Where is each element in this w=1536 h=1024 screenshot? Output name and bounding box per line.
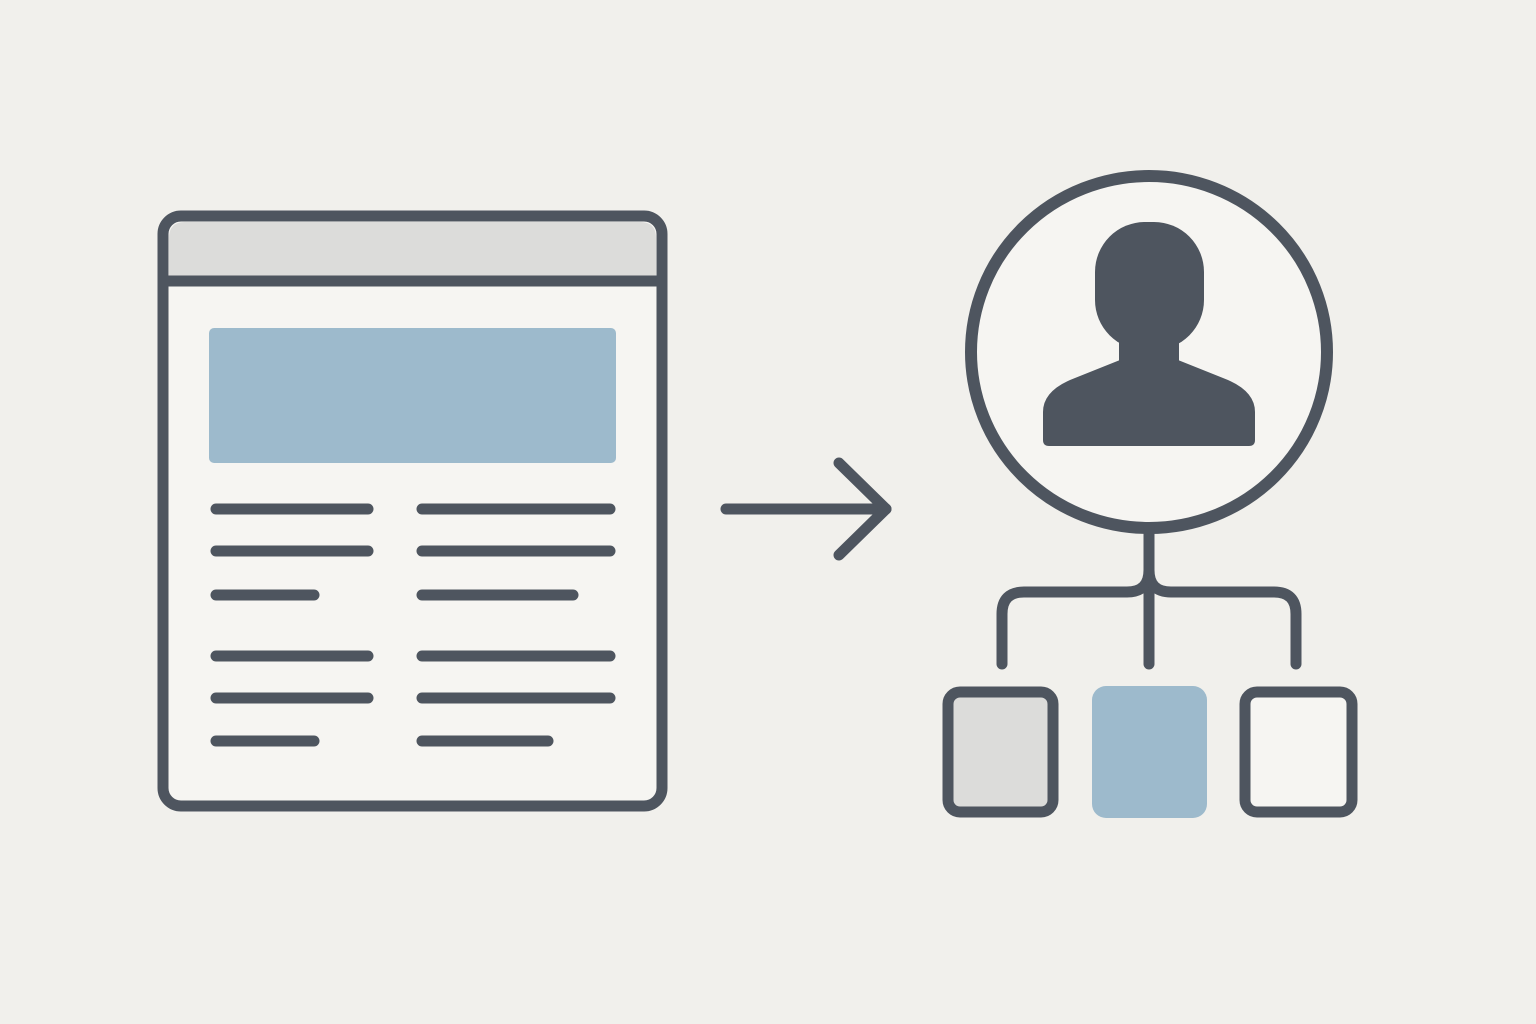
user-avatar-circle (965, 170, 1333, 534)
user-silhouette-icon (1043, 222, 1255, 446)
left-child-node (942, 686, 1059, 818)
right-connector (1143, 564, 1302, 670)
document-hero-image (209, 328, 616, 463)
document-window-icon (157, 210, 668, 812)
document-title-bar (169, 222, 656, 281)
child-nodes (942, 686, 1358, 818)
arrow-head (833, 457, 892, 561)
hierarchy-connectors (996, 522, 1302, 670)
user-head (1095, 222, 1204, 350)
right-child-node (1239, 686, 1358, 818)
right-arrow-icon (720, 457, 892, 561)
user-shoulders (1043, 360, 1255, 446)
document-text-lines (210, 503, 616, 747)
center-child-node (1092, 686, 1207, 818)
left-connector (996, 564, 1155, 670)
